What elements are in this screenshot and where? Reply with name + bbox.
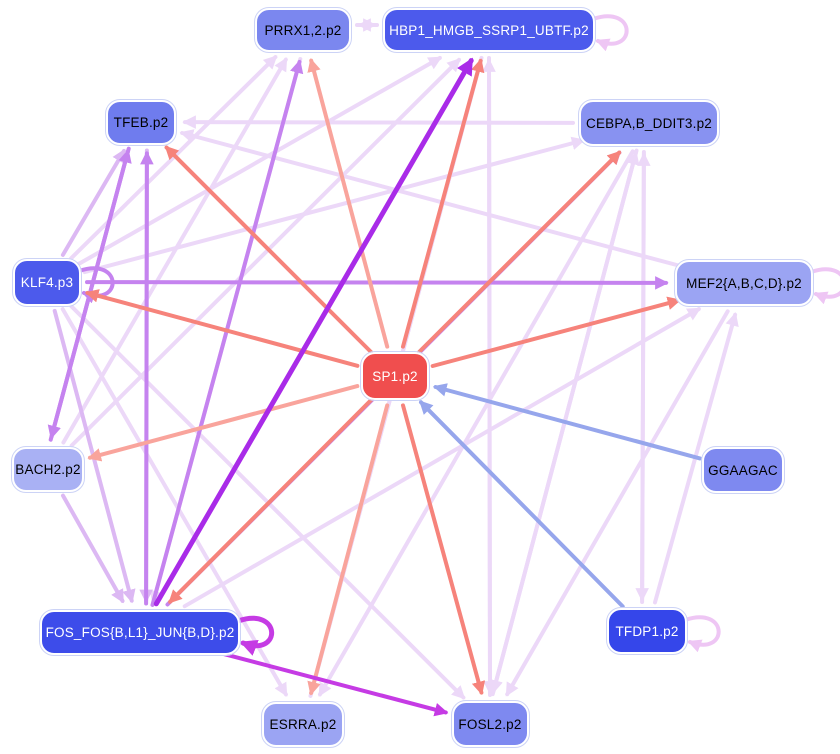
- node-FOS[interactable]: FOS_FOS{B,L1}_JUN{B,D}.p2: [39, 608, 241, 656]
- node-CEBPA[interactable]: CEBPA,B_DDIT3.p2: [578, 99, 720, 147]
- edge-MEF2-FOSL2: [505, 309, 730, 697]
- node-MEF2[interactable]: MEF2{A,B,C,D}.p2: [674, 259, 814, 307]
- node-PRRX[interactable]: PRRX1,2.p2: [254, 7, 352, 53]
- edge-SP1-PRRX: [307, 58, 390, 349]
- edge-KLF4-CEBPA: [82, 136, 586, 275]
- node-KLF4[interactable]: KLF4.p3: [12, 257, 82, 307]
- edge-KLF4-MEF2: [85, 276, 669, 290]
- edge-FOSL2-HBP: [482, 58, 496, 697]
- node-TFEB[interactable]: TFEB.p2: [105, 98, 177, 146]
- edge-CEBPA-TFEB: [182, 115, 575, 129]
- edge-FOS-PRRX: [150, 59, 304, 607]
- edge-SP1-ESRRA: [307, 403, 390, 696]
- node-BACH[interactable]: BACH2.p2: [11, 445, 85, 493]
- edge-CEBPA-ESRRA: [318, 149, 635, 697]
- edge-SP1-KLF4: [84, 289, 360, 368]
- edge-KLF4-TFEB: [60, 148, 126, 257]
- edge-FOS-FOS: [235, 615, 275, 656]
- edge-SP1-FOS: [168, 398, 374, 604]
- node-SP1[interactable]: SP1.p2: [360, 351, 430, 401]
- node-TFDP[interactable]: TFDP1.p2: [606, 607, 688, 655]
- edge-SP1-FOSL2: [401, 403, 486, 696]
- node-HBP[interactable]: HBP1_HMGB_SSRP1_UBTF.p2: [382, 7, 596, 53]
- edge-FOS-FOSL2: [213, 649, 449, 717]
- node-GGA[interactable]: GGAAGAC: [701, 446, 785, 494]
- edge-SP1-MEF2: [430, 296, 682, 368]
- edge-FOS-MEF2: [182, 307, 702, 609]
- edge-SP1-BACH: [87, 384, 360, 462]
- edge-FOS-HBP: [153, 57, 474, 607]
- edge-FOS-TFEB: [140, 150, 154, 606]
- edge-MEF2-MEF2: [809, 267, 840, 305]
- edge-TFDP-CEBPA: [637, 152, 651, 604]
- edge-KLF4-ESRRA: [60, 307, 288, 697]
- edge-MEF2-TFEB: [179, 129, 685, 269]
- edge-TFDP-SP1: [419, 400, 625, 609]
- edge-GGA-SP1: [432, 383, 702, 461]
- edge-SP1-TFEB: [164, 145, 373, 354]
- edge-TFDP-TFDP: [683, 615, 721, 653]
- edge-BACH-FOS: [61, 493, 125, 604]
- node-FOSL2[interactable]: FOSL2.p2: [450, 700, 530, 748]
- edge-SP1-CEBPA: [417, 150, 622, 354]
- node-ESRRA[interactable]: ESRRA.p2: [261, 700, 345, 748]
- edge-HBP-HBP: [591, 14, 629, 52]
- edge-SP1-HBP: [401, 58, 485, 349]
- edge-KLF4-HBP: [76, 56, 443, 266]
